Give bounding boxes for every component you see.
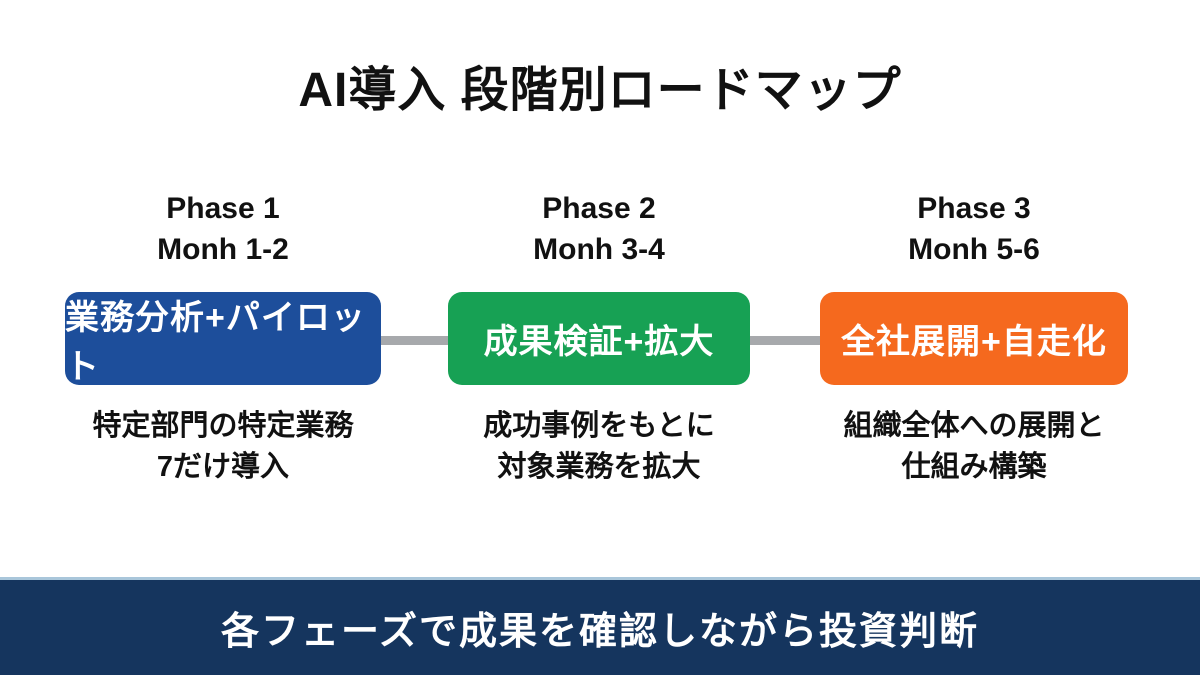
phase3-heading: Phase 3 Monh 5-6	[908, 192, 1040, 266]
connector-phase1-phase2	[381, 336, 448, 345]
phase1-description: 特定部門の特定業務 7だけ導入	[92, 410, 354, 483]
phase3-box-label: 全社展開+自走化	[841, 323, 1107, 361]
phase1-box: 業務分析+パイロット	[65, 292, 381, 386]
phase2-heading: Phase 2 Monh 3-4	[533, 192, 665, 266]
phase2-description: 成功事例をもとに 対象業務を拡大	[483, 410, 715, 483]
phase3-description: 組織全体への展開と 仕組み構築	[843, 410, 1105, 483]
footer-top-accent-line	[0, 577, 1200, 580]
phase1-box-label: 業務分析+パイロット	[65, 298, 366, 386]
phase3-box: 全社展開+自走化	[820, 292, 1128, 385]
connector-phase2-phase3	[750, 336, 820, 345]
phase2-box: 成果検証+拡大	[448, 292, 750, 385]
phase2-box-label: 成果検証+拡大	[483, 323, 715, 361]
slide-title: AI導入 段階別ロードマップ	[298, 64, 902, 117]
footer-banner: 各フェーズで成果を確認しながら投資判断	[0, 580, 1200, 675]
phase1-heading: Phase 1 Monh 1-2	[157, 192, 289, 266]
footer-banner-text: 各フェーズで成果を確認しながら投資判断	[220, 611, 980, 653]
